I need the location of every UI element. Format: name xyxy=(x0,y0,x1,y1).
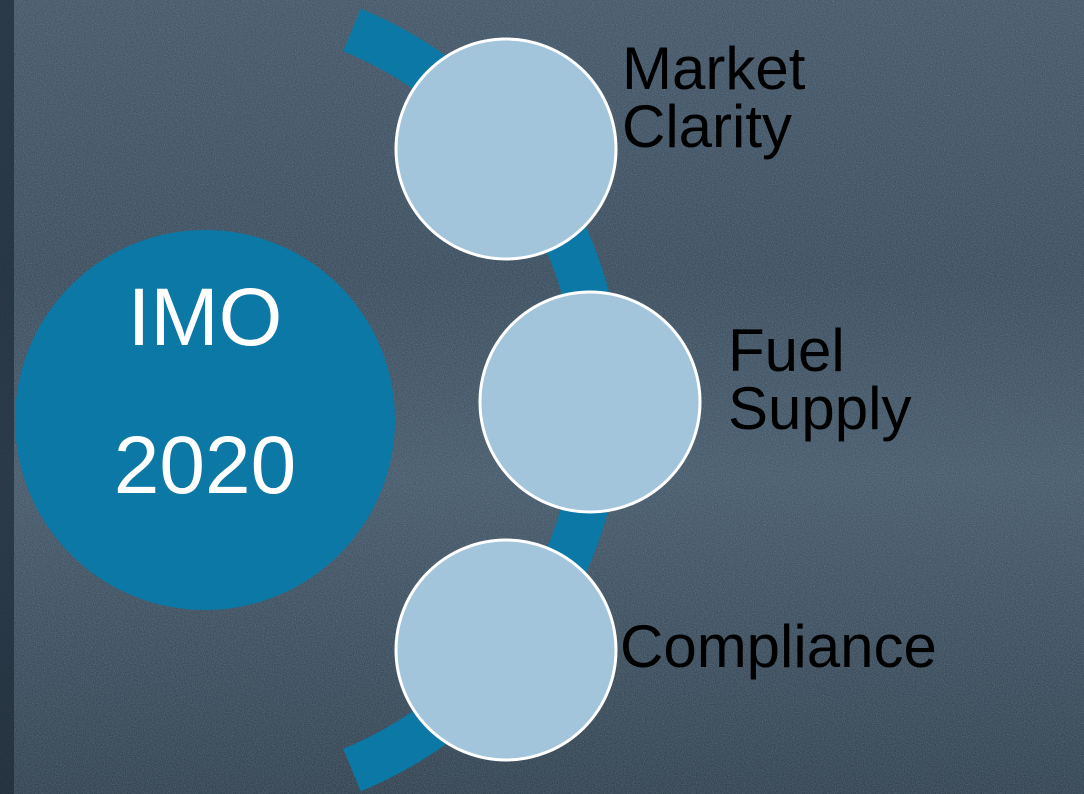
node-market-clarity xyxy=(394,37,618,261)
label-fuel-supply: Fuel Supply xyxy=(728,317,912,442)
label-compliance: Compliance xyxy=(620,613,937,680)
label-market-clarity: Market Clarity xyxy=(622,35,806,160)
center-circle xyxy=(15,230,395,610)
label-market-clarity-line2: Clarity xyxy=(622,93,793,160)
label-fuel-supply-line1: Fuel xyxy=(728,317,845,384)
node-fuel-supply xyxy=(478,290,702,514)
node-compliance xyxy=(394,538,618,762)
label-compliance-line1: Compliance xyxy=(620,613,937,680)
left-edge-strip xyxy=(0,0,14,794)
center-title-line1: IMO xyxy=(127,272,283,363)
center-title-line2: 2020 xyxy=(113,420,297,511)
label-market-clarity-line1: Market xyxy=(622,35,806,102)
label-fuel-supply-line2: Supply xyxy=(728,375,912,442)
